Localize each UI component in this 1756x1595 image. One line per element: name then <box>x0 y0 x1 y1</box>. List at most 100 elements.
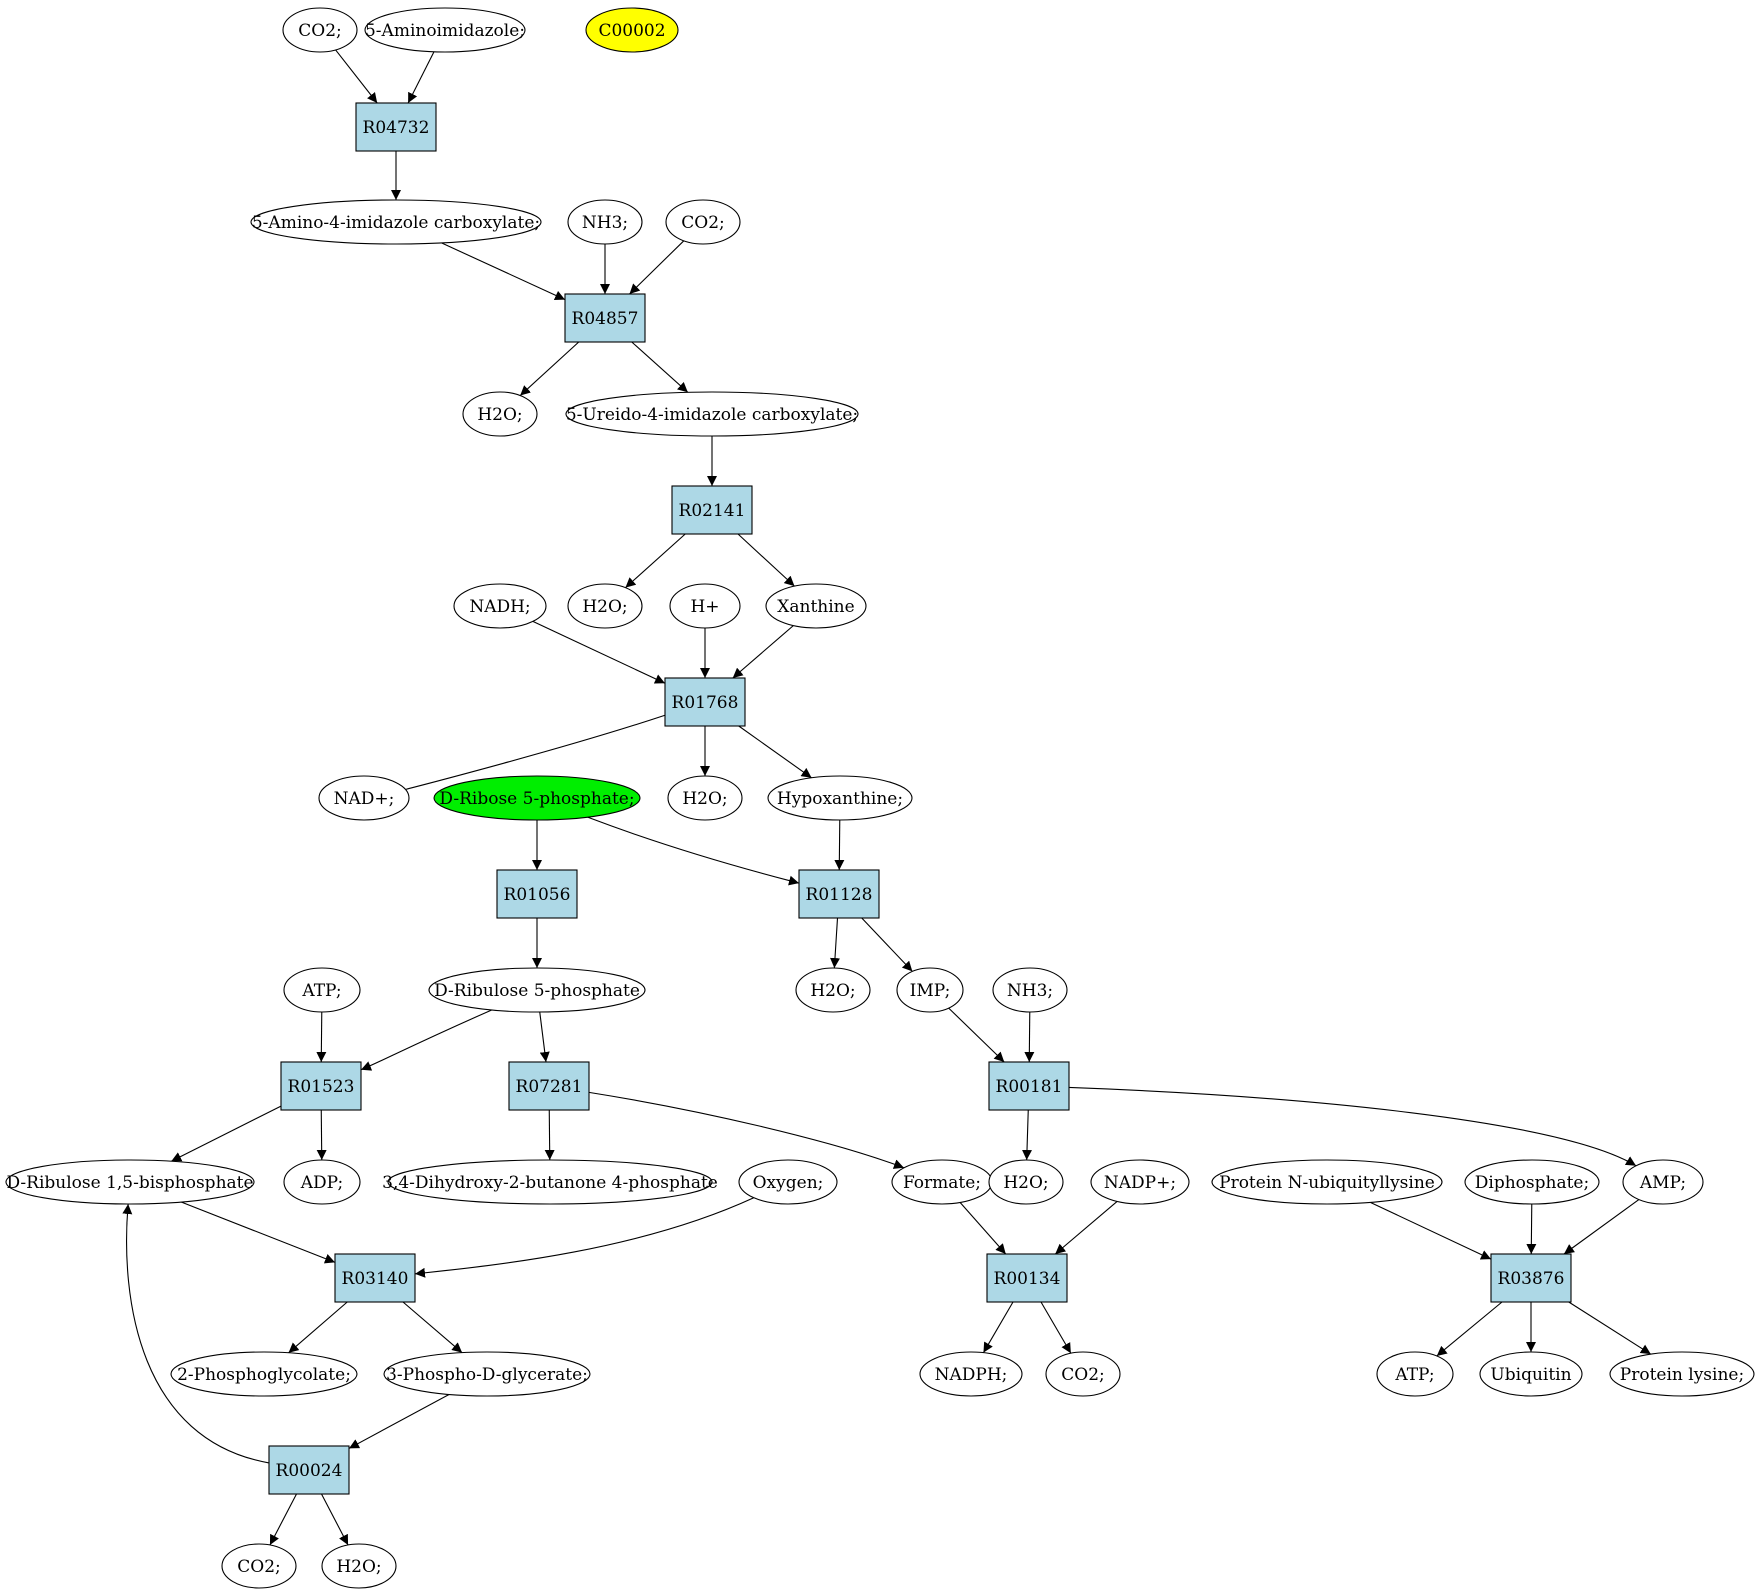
node-label: CO2; <box>681 213 725 233</box>
compound-node-xanthine[interactable]: Xanthine <box>765 583 867 629</box>
edge-imp-to-r00181 <box>948 1007 1005 1063</box>
compound-node-co2-b[interactable]: CO2; <box>665 199 741 245</box>
compound-node-nadph[interactable]: NADPH; <box>919 1351 1023 1397</box>
compound-node-oxygen[interactable]: Oxygen; <box>738 1159 838 1205</box>
edge-r02141-to-h2o-b <box>625 533 686 589</box>
compound-node-nadh[interactable]: NADH; <box>453 583 547 629</box>
node-label: R01523 <box>288 1077 355 1097</box>
compound-node-co2-a[interactable]: CO2; <box>282 7 358 53</box>
node-label: R01056 <box>504 885 571 905</box>
compound-node-nh3-a[interactable]: NH3; <box>567 199 643 245</box>
reaction-box <box>334 1253 416 1303</box>
reaction-node-r00024[interactable]: R00024 <box>268 1445 350 1495</box>
compound-ellipse <box>795 967 871 1013</box>
node-label: 3-Phospho-D-glycerate; <box>386 1365 588 1385</box>
compound-node-ubiquitin[interactable]: Ubiquitin <box>1479 1351 1583 1397</box>
compound-node-ureido-imidazole-carboxylate[interactable]: 5-Ureido-4-imidazole carboxylate; <box>565 391 859 437</box>
node-label: D-Ribulose 5-phosphate <box>434 981 640 1001</box>
edge-r00024-to-h2o-f <box>321 1493 349 1546</box>
reaction-box <box>496 869 578 919</box>
compound-ellipse <box>318 775 410 821</box>
compound-node-ribulose15bp[interactable]: D-Ribulose 1,5-bisphosphate <box>5 1159 255 1205</box>
compound-node-h-plus[interactable]: H+ <box>669 583 741 629</box>
compound-node-h2o-a[interactable]: H2O; <box>462 391 538 437</box>
reaction-node-r00134[interactable]: R00134 <box>986 1253 1068 1303</box>
compound-node-nh3-b[interactable]: NH3; <box>992 967 1068 1013</box>
compound-node-atp-a[interactable]: ATP; <box>283 967 361 1013</box>
node-label: R07281 <box>516 1077 583 1097</box>
node-label: H2O; <box>336 1557 381 1577</box>
compound-node-protein-lysine[interactable]: Protein lysine; <box>1609 1351 1755 1397</box>
edge-r00181-to-amp <box>1068 1086 1637 1167</box>
compound-node-phosphoglycerate[interactable]: 3-Phospho-D-glycerate; <box>383 1351 591 1397</box>
reaction-node-r07281[interactable]: R07281 <box>508 1061 590 1111</box>
node-label: R00181 <box>996 1077 1063 1097</box>
reaction-node-r01128[interactable]: R01128 <box>798 869 880 919</box>
compound-ellipse <box>283 967 361 1013</box>
compound-node-protein-ub[interactable]: Protein N-ubiquityllysine <box>1211 1159 1443 1205</box>
compound-node-amp[interactable]: AMP; <box>1622 1159 1704 1205</box>
node-layer: CO2;5-Aminoimidazole;C00002R047325-Amino… <box>5 7 1755 1589</box>
compound-node-phosphoglycolate[interactable]: 2-Phosphoglycolate; <box>170 1351 358 1397</box>
node-label: H2O; <box>810 981 855 1001</box>
edge-xanthine-to-r01768 <box>732 625 794 679</box>
compound-node-adp[interactable]: ADP; <box>283 1159 361 1205</box>
compound-node-c00002[interactable]: C00002 <box>585 7 679 53</box>
node-label: R00024 <box>276 1461 343 1481</box>
compound-ellipse <box>453 583 547 629</box>
reaction-node-r01056[interactable]: R01056 <box>496 869 578 919</box>
reaction-node-r04857[interactable]: R04857 <box>564 293 646 343</box>
edge-r04857-to-ureido-imidazole-carboxylate <box>631 341 689 393</box>
reaction-node-r03140[interactable]: R03140 <box>334 1253 416 1303</box>
compound-node-h2o-b[interactable]: H2O; <box>567 583 643 629</box>
compound-node-nad-plus[interactable]: NAD+; <box>318 775 410 821</box>
reaction-node-r00181[interactable]: R00181 <box>988 1061 1070 1111</box>
compound-node-co2-c[interactable]: CO2; <box>1045 1351 1121 1397</box>
compound-ellipse <box>387 1159 713 1205</box>
node-label: D-Ribulose 1,5-bisphosphate <box>6 1173 253 1193</box>
compound-node-amino-imidazole-carboxylate[interactable]: 5-Amino-4-imidazole carboxylate; <box>250 199 542 245</box>
reaction-node-r01768[interactable]: R01768 <box>664 677 746 727</box>
node-label: NADP+; <box>1104 1173 1176 1193</box>
node-label: R04732 <box>363 118 430 138</box>
compound-node-h2o-e[interactable]: H2O; <box>988 1159 1064 1205</box>
compound-node-ribose5p[interactable]: D-Ribose 5-phosphate; <box>433 775 641 821</box>
compound-node-h2o-f[interactable]: H2O; <box>321 1543 397 1589</box>
compound-ellipse <box>585 7 679 53</box>
compound-ellipse <box>567 583 643 629</box>
edge-amp-to-r03876 <box>1563 1199 1640 1255</box>
compound-ellipse <box>567 199 643 245</box>
node-label: Protein lysine; <box>1620 1365 1744 1385</box>
edge-phosphoglycerate-to-r00024 <box>348 1393 450 1449</box>
reaction-node-r03876[interactable]: R03876 <box>1490 1253 1572 1303</box>
compound-node-ribulose5p[interactable]: D-Ribulose 5-phosphate <box>428 967 646 1013</box>
compound-ellipse <box>1622 1159 1704 1205</box>
edge-r03876-to-protein-lysine <box>1568 1301 1652 1355</box>
reaction-node-r02141[interactable]: R02141 <box>671 485 753 535</box>
compound-node-diphosphate[interactable]: Diphosphate; <box>1464 1159 1600 1205</box>
node-label: NAD+; <box>334 789 395 809</box>
compound-node-co2-d[interactable]: CO2; <box>221 1543 297 1589</box>
compound-node-imp[interactable]: IMP; <box>896 967 964 1013</box>
compound-node-atp-b[interactable]: ATP; <box>1376 1351 1454 1397</box>
compound-ellipse <box>988 1159 1064 1205</box>
reaction-node-r01523[interactable]: R01523 <box>280 1061 362 1111</box>
compound-ellipse <box>767 775 913 821</box>
edge-r00024-to-ribulose15bp <box>122 1203 270 1464</box>
compound-node-aminoimidazole[interactable]: 5-Aminoimidazole; <box>364 7 526 53</box>
edge-nadh-to-r01768 <box>532 620 666 684</box>
edge-protein-ub-to-r03876 <box>1370 1201 1492 1260</box>
reaction-node-r04732[interactable]: R04732 <box>355 102 437 152</box>
compound-node-h2o-d[interactable]: H2O; <box>795 967 871 1013</box>
node-label: NADPH; <box>935 1365 1008 1385</box>
compound-node-hypoxanthine[interactable]: Hypoxanthine; <box>767 775 913 821</box>
reaction-box <box>986 1253 1068 1303</box>
compound-node-h2o-c[interactable]: H2O; <box>667 775 743 821</box>
edge-ribulose5p-to-r01523 <box>360 1009 492 1071</box>
edge-nadp-plus-to-r00134 <box>1054 1201 1118 1255</box>
compound-node-dihydroxybutanone[interactable]: 3,4-Dihydroxy-2-butanone 4-phosphate <box>382 1159 718 1205</box>
compound-node-formate[interactable]: Formate; <box>891 1159 993 1205</box>
compound-ellipse <box>383 1351 591 1397</box>
compound-node-nadp-plus[interactable]: NADP+; <box>1090 1159 1190 1205</box>
edge-diphosphate-to-r03876 <box>1526 1203 1537 1255</box>
